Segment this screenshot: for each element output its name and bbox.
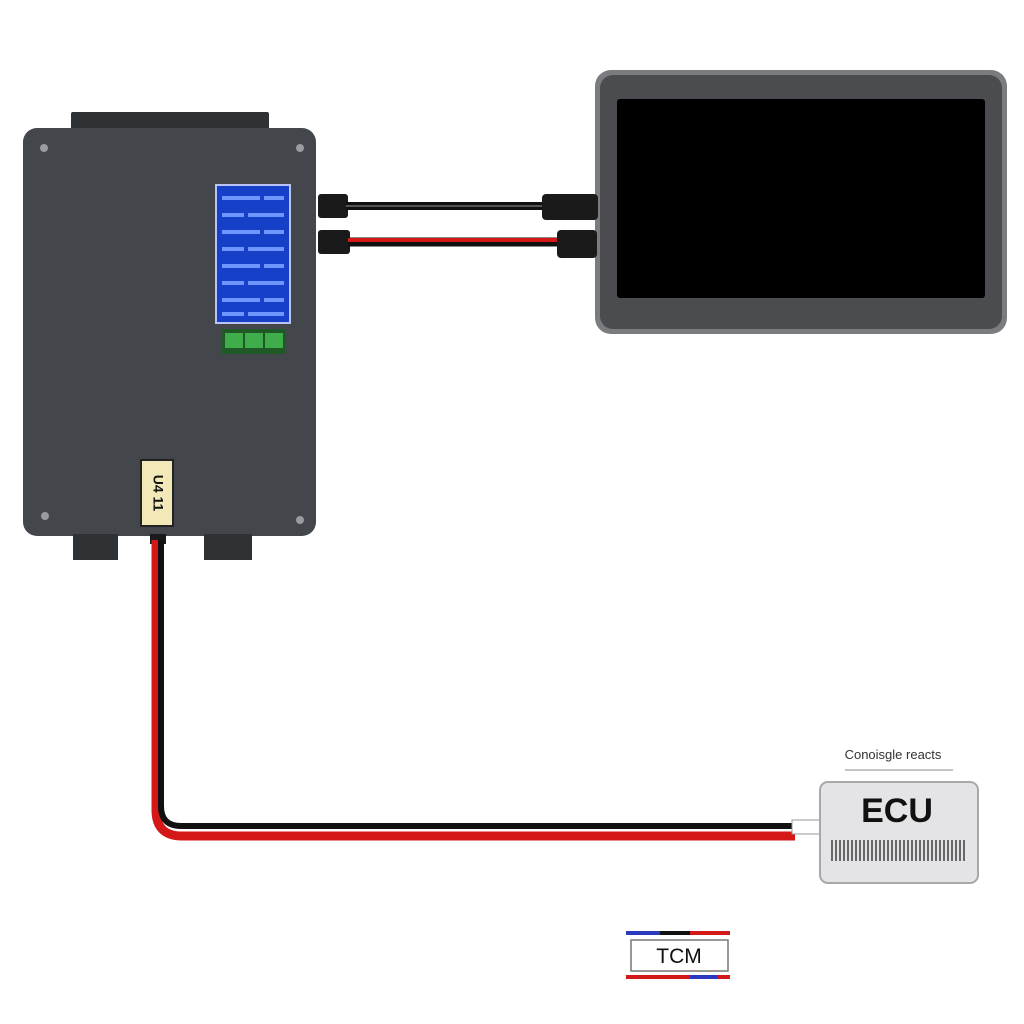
- lcd-segment: [264, 264, 284, 268]
- ecu-vent-fins: [831, 840, 965, 861]
- display-monitor: [542, 70, 1007, 334]
- monitor-port: [542, 194, 598, 220]
- ecu-plug: [791, 819, 823, 835]
- connector-plug: [318, 230, 350, 254]
- lcd-segment: [248, 312, 284, 316]
- lcd-readout-lines: [222, 196, 284, 316]
- controller-tag-text: U4 11: [150, 475, 166, 512]
- ecu-label: ECU: [861, 792, 933, 830]
- screw-icon: [296, 516, 304, 524]
- monitor-screen: [617, 99, 985, 298]
- lcd-segment: [222, 247, 244, 251]
- lcd-segment: [222, 298, 260, 302]
- lcd-segment: [264, 196, 284, 200]
- connector-plug: [318, 194, 348, 218]
- terminal-block: [222, 329, 285, 354]
- ecu-caption: Conoisgle reacts: [845, 747, 942, 762]
- tcm-module: TCM: [626, 931, 730, 979]
- controller-top-cap: [71, 112, 269, 132]
- lcd-segment: [222, 281, 244, 285]
- screw-icon: [41, 512, 49, 520]
- cable-red-to-monitor: [348, 237, 562, 247]
- screw-icon: [296, 144, 304, 152]
- lcd-segment: [222, 312, 244, 316]
- lcd-segment: [222, 213, 244, 217]
- lcd-display: [215, 184, 291, 324]
- lcd-segment: [222, 196, 260, 200]
- controller-label-tag: U4 11: [140, 459, 174, 527]
- lcd-segment: [248, 247, 284, 251]
- controller-foot-left: [73, 534, 118, 560]
- lcd-segment: [222, 230, 260, 234]
- lcd-segment: [222, 264, 260, 268]
- lcd-segment: [248, 213, 284, 217]
- lcd-segment: [264, 298, 284, 302]
- screw-icon: [40, 144, 48, 152]
- cable-to-ecu: [151, 540, 795, 841]
- lcd-segment: [248, 281, 284, 285]
- ecu-module: Conoisgle reacts ECU: [791, 747, 979, 884]
- tcm-label: TCM: [656, 945, 702, 968]
- tcm-box: [630, 939, 729, 972]
- controller-foot-right: [204, 534, 252, 560]
- monitor-port: [557, 230, 597, 258]
- lcd-segment: [264, 230, 284, 234]
- connector-plug-bottom: [150, 534, 166, 544]
- controller-unit: U4 11: [23, 112, 350, 560]
